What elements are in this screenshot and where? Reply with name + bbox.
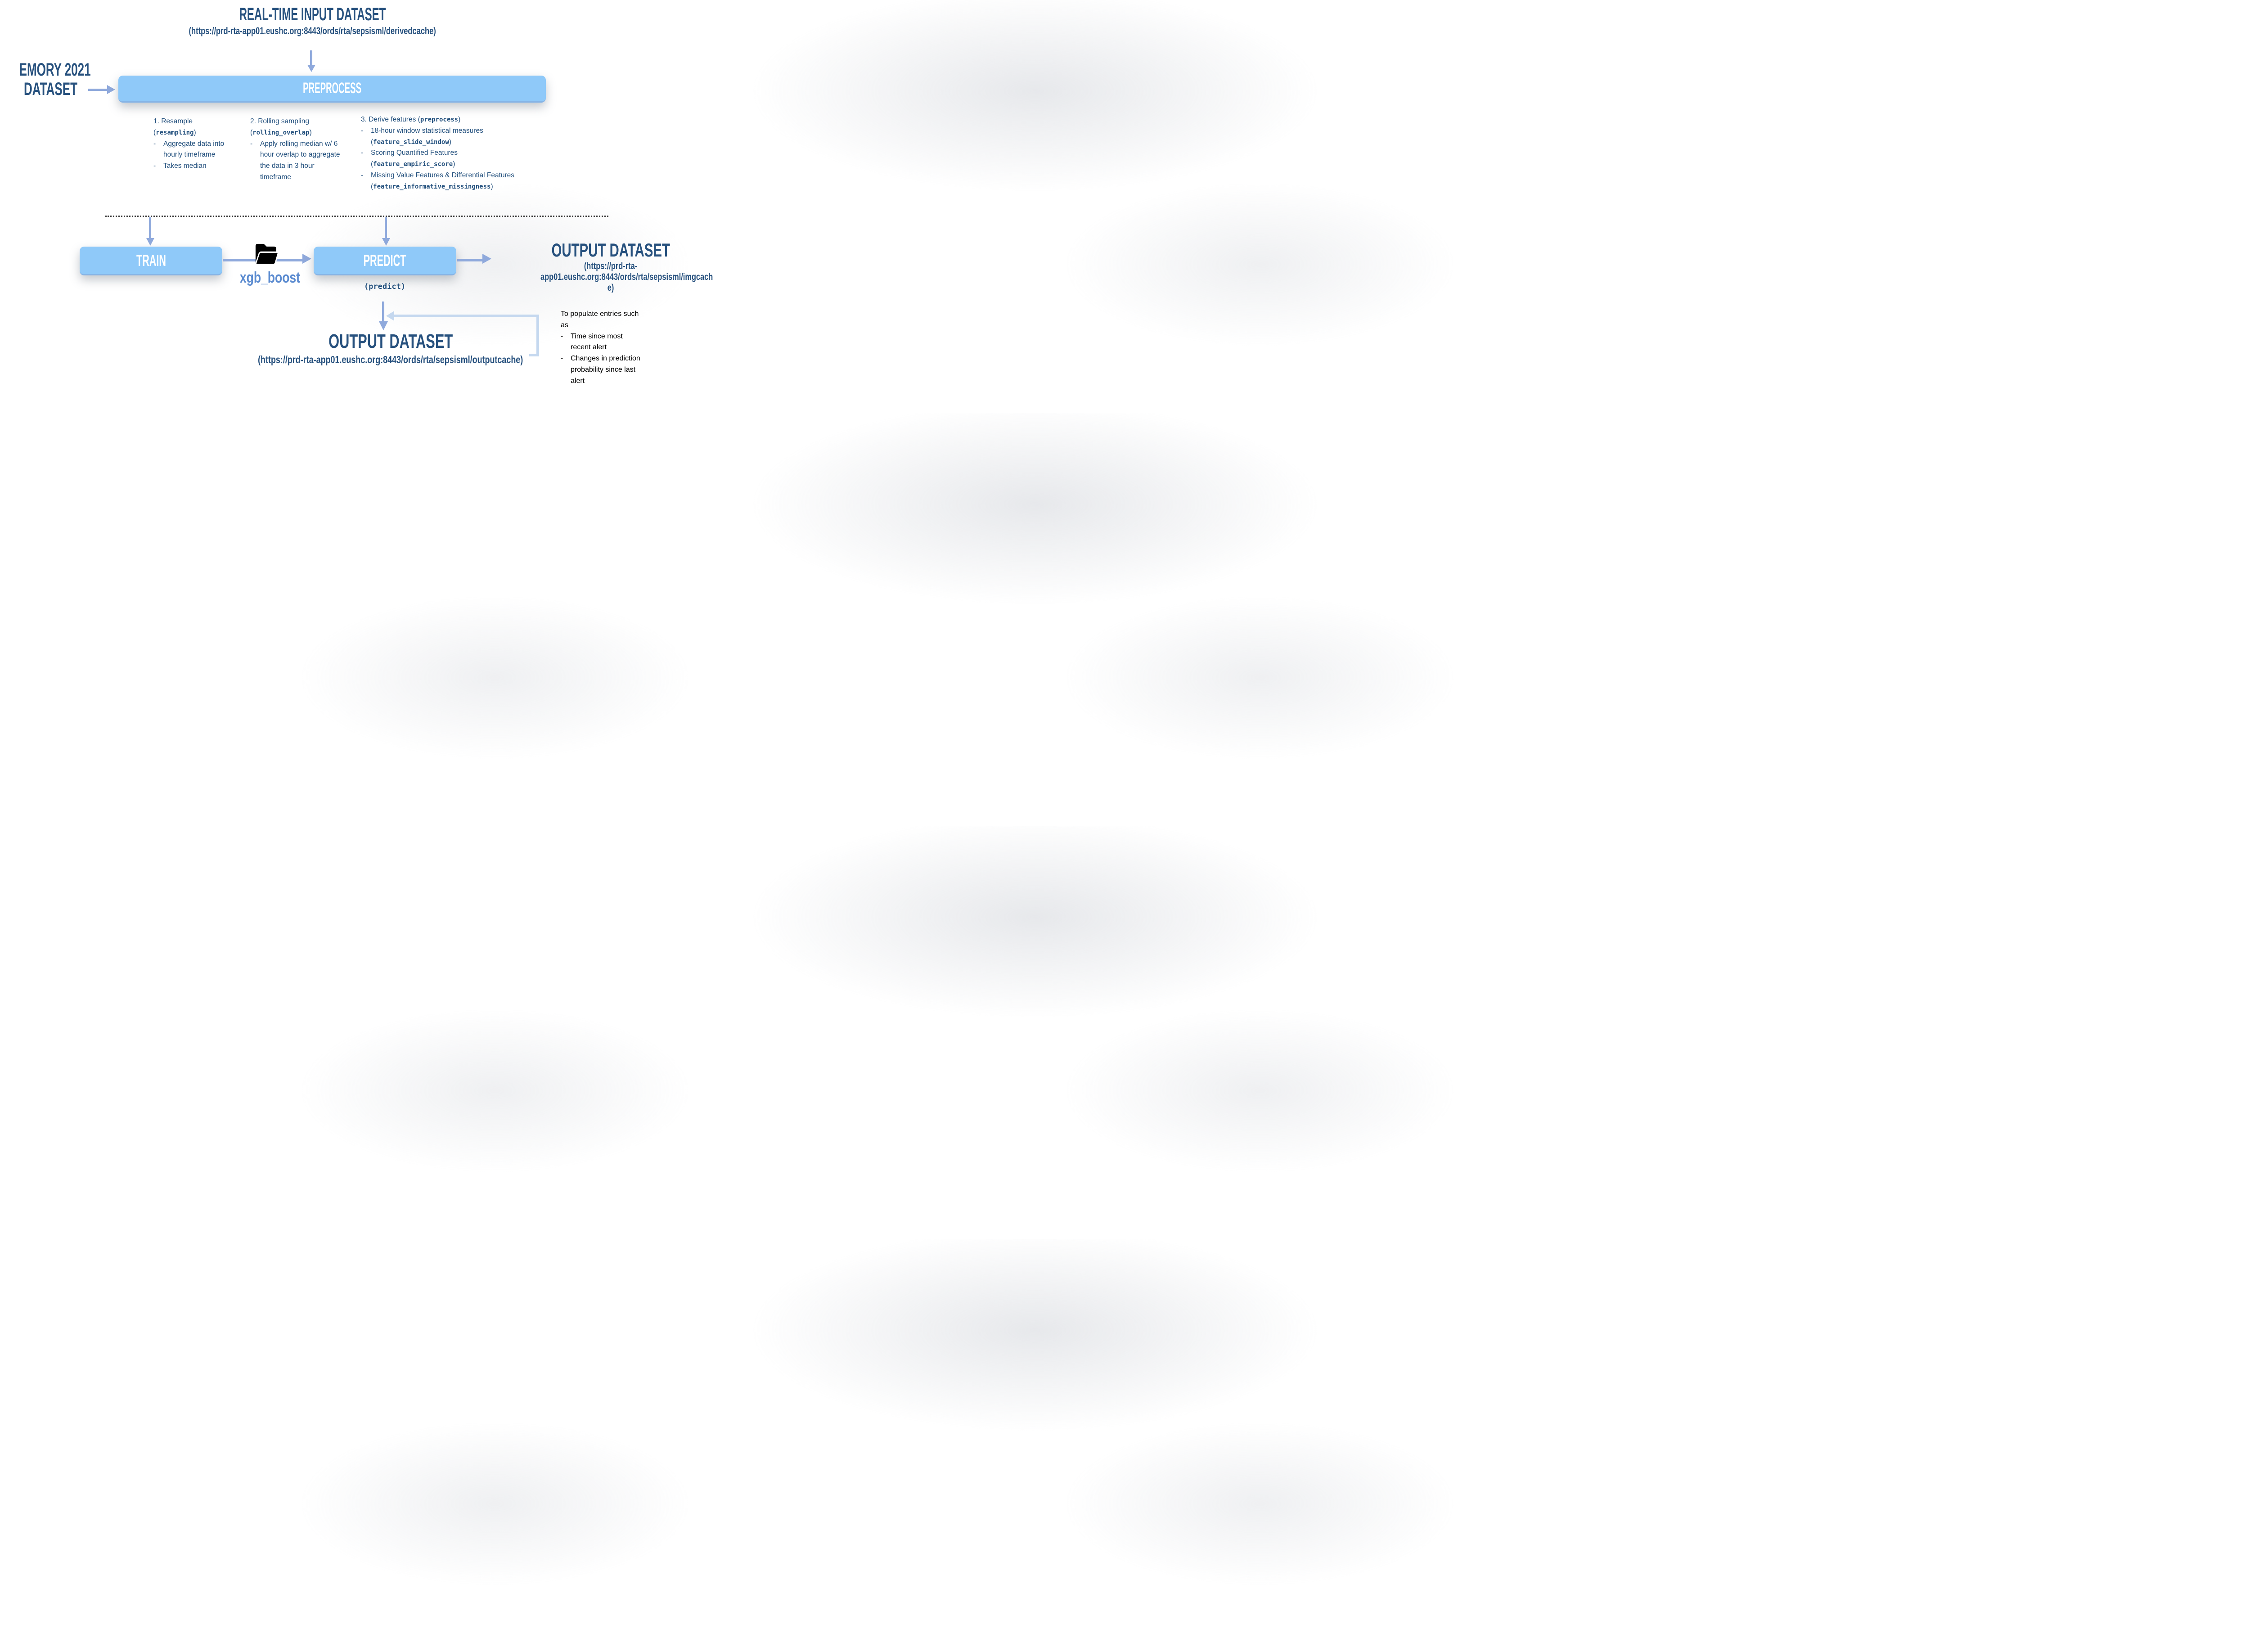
- real-time-input-dataset-url: (https://prd-rta-app01.eushc.org:8443/or…: [132, 25, 492, 37]
- emory-label-line2: DATASET: [24, 79, 77, 99]
- output-dataset-right-title-text: OUTPUT DATASET: [551, 239, 670, 261]
- train-box: TRAIN: [80, 247, 222, 275]
- col3-bullet-1-code: feature_slide_window: [373, 138, 449, 146]
- real-time-input-dataset-title: REAL-TIME INPUT DATASET: [132, 5, 492, 25]
- col3-bullet-3-code: feature_informative_missingness: [373, 183, 491, 190]
- output-right-url-line1: (https://prd-rta-: [584, 261, 638, 271]
- arrow-predict-to-bottom-output-head: [379, 321, 388, 330]
- preprocess-note-col1: 1. Resample (resampling) -Aggregate data…: [153, 116, 243, 172]
- output-dataset-bottom-title-text: OUTPUT DATASET: [328, 330, 453, 352]
- feedback-arrow-vertical: [536, 315, 539, 356]
- col1-heading: 1. Resample: [153, 117, 193, 125]
- arrow-to-train-head: [146, 238, 154, 246]
- col2-code-line: (rolling_overlap): [250, 128, 312, 136]
- col2-heading: 2. Rolling sampling: [250, 117, 309, 125]
- feedback-arrow-horizontal: [394, 315, 539, 317]
- col3-bullet-2: -Scoring Quantified Features (feature_em…: [361, 149, 458, 168]
- col1-bullet-2: -Takes median: [153, 162, 207, 170]
- model-label: xgb_boost: [225, 269, 315, 287]
- col3-bullet-2-code: feature_empiric_score: [373, 161, 453, 168]
- col3-bullet-3: -Missing Value Features & Differential F…: [361, 171, 515, 190]
- arrow-predict-to-output-shaft: [457, 259, 482, 261]
- col2-bullet-1: -Apply rolling median w/ 6 hour overlap …: [250, 140, 340, 181]
- arrow-to-predict-shaft: [385, 217, 387, 238]
- col1-code-line: (resampling): [153, 128, 196, 136]
- output-dataset-right-url: (https://prd-rta- app01.eushc.org:8443/o…: [521, 261, 713, 293]
- arrow-emory-to-preprocess-head: [107, 85, 115, 94]
- col1-code: resampling: [156, 129, 194, 136]
- output-dataset-bottom-title: OUTPUT DATASET: [211, 330, 571, 353]
- arrow-to-train-shaft: [149, 217, 151, 238]
- col3-heading-code: preprocess: [420, 116, 459, 123]
- preprocess-note-col2: 2. Rolling sampling (rolling_overlap) -A…: [250, 116, 343, 183]
- output-dataset-bottom-url: (https://prd-rta-app01.eushc.org:8443/or…: [211, 354, 571, 366]
- real-time-input-dataset-url-text: (https://prd-rta-app01.eushc.org:8443/or…: [189, 25, 436, 36]
- arrow-predict-to-bottom-output-shaft: [382, 302, 384, 322]
- arrow-input-to-preprocess-head: [307, 65, 315, 72]
- populate-note: To populate entries such as -Time since …: [561, 309, 644, 387]
- col3-bullet-1: -18-hour window statistical measures (fe…: [361, 126, 483, 146]
- col1-bullet-1: -Aggregate data into hourly timeframe: [153, 140, 225, 159]
- populate-note-intro: To populate entries such as: [561, 310, 639, 329]
- preprocess-box-label: PREPROCESS: [303, 80, 361, 97]
- arrow-to-predict-head: [382, 238, 390, 246]
- output-right-url-line3: e): [607, 283, 614, 293]
- arrow-input-to-preprocess-shaft: [310, 50, 312, 65]
- predict-code-label: (predict): [364, 282, 406, 291]
- output-dataset-bottom-url-text: (https://prd-rta-app01.eushc.org:8443/or…: [258, 354, 523, 365]
- train-box-label: TRAIN: [136, 251, 166, 270]
- feedback-arrow-head: [386, 311, 394, 321]
- predict-box: PREDICT: [314, 247, 456, 275]
- emory-2021-dataset-label: EMORY 2021 DATASET: [2, 60, 99, 99]
- output-dataset-right-title: OUTPUT DATASET: [521, 239, 701, 261]
- preprocess-note-col3: 3. Derive features (preprocess) -18-hour…: [361, 114, 521, 193]
- preprocess-box: PREPROCESS: [118, 76, 546, 103]
- predict-box-label: PREDICT: [364, 251, 406, 270]
- arrow-emory-to-preprocess-shaft: [88, 89, 107, 91]
- arrow-train-to-predict-head: [302, 254, 311, 264]
- populate-note-bullet-1: -Time since most recent alert: [561, 332, 623, 351]
- dotted-divider: [105, 216, 608, 217]
- populate-note-bullet-2: -Changes in prediction probability since…: [561, 355, 640, 385]
- output-right-url-line2: app01.eushc.org:8443/ords/rta/sepsisml/i…: [540, 272, 713, 283]
- real-time-input-dataset-title-text: REAL-TIME INPUT DATASET: [239, 5, 386, 24]
- open-folder-icon: [255, 243, 279, 265]
- model-label-text: xgb_boost: [239, 269, 301, 286]
- feedback-arrow-foot: [529, 354, 539, 356]
- emory-label-line1: EMORY 2021: [19, 60, 91, 80]
- arrow-predict-to-output-head: [482, 254, 491, 264]
- col2-code: rolling_overlap: [252, 129, 310, 136]
- col3-heading: 3. Derive features (preprocess): [361, 116, 461, 123]
